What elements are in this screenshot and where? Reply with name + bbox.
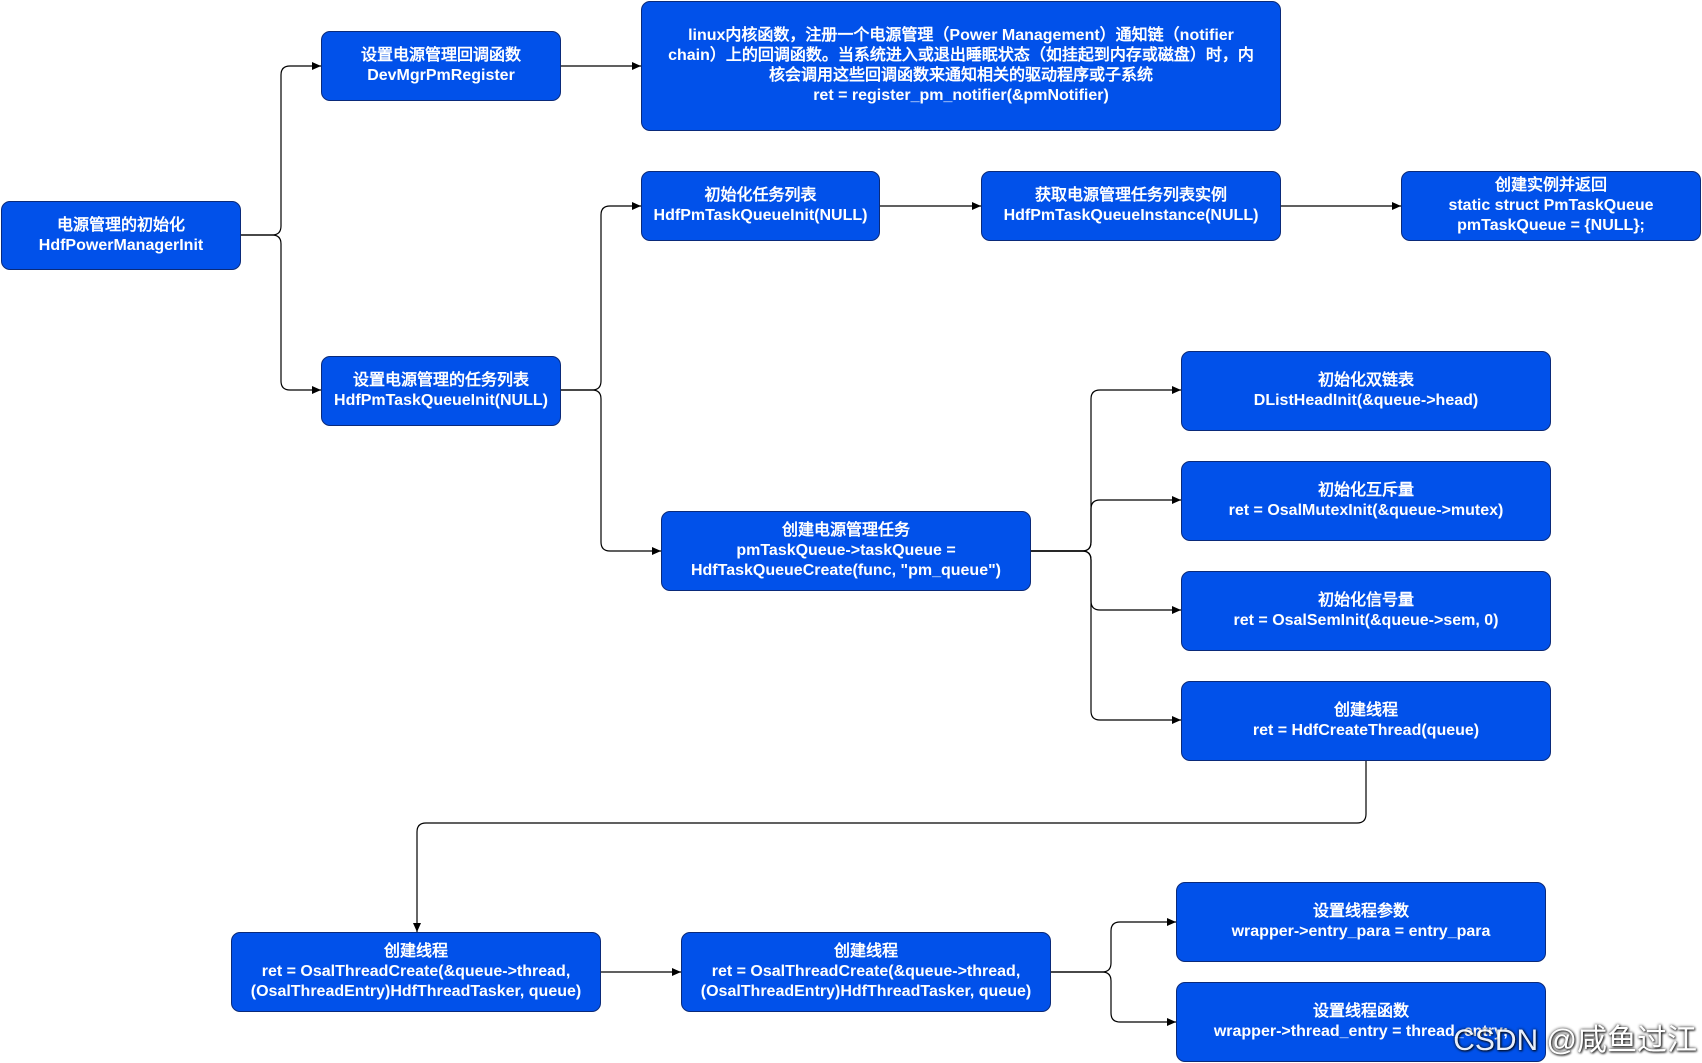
node-line: 设置线程参数 (1312, 903, 1409, 920)
edge-osal-thread-2-to-thread-param (1051, 918, 1176, 973)
edge-create-thread-to-osal-thread-1 (413, 761, 1367, 932)
node-sem-init: 初始化信号量 ret = OsalSemInit(&queue->sem, 0) (1181, 571, 1551, 651)
node-line: ret = OsalThreadCreate(&queue->thread, (261, 963, 571, 980)
node-line: 创建电源管理任务 (781, 522, 910, 539)
node-line: ret = OsalThreadCreate(&queue->thread, (711, 963, 1021, 980)
node-set-thread-func: 设置线程函数 wrapper->thread_entry = thread_en… (1176, 982, 1546, 1062)
edge-create-task-to-dlist (1031, 386, 1181, 552)
node-line: 初始化互斥量 (1317, 482, 1414, 499)
node-line: chain）上的回调函数。当系统进入或退出睡眠状态（如挂起到内存或磁盘）时，内 (668, 47, 1254, 64)
node-osal-thread-create-2: 创建线程 ret = OsalThreadCreate(&queue->thre… (681, 932, 1051, 1012)
node-line: pmTaskQueue->taskQueue = (736, 542, 956, 559)
node-line: wrapper->thread_entry = thread_entry; (1213, 1023, 1509, 1040)
edge-osal-thread-2-to-thread-func (1051, 971, 1176, 1026)
node-line: ret = HdfCreateThread(queue) (1252, 722, 1480, 739)
node-create-pm-task: 创建电源管理任务 pmTaskQueue->taskQueue = HdfTas… (661, 511, 1031, 591)
edge-task-queue-to-queue-init (561, 202, 641, 391)
node-mutex-init: 初始化互斥量 ret = OsalMutexInit(&queue->mutex… (1181, 461, 1551, 541)
node-line: 创建实例并返回 (1494, 177, 1607, 194)
node-line: wrapper->entry_para = entry_para (1231, 923, 1491, 940)
node-line: 创建线程 (833, 943, 898, 960)
edge-create-task-to-create-thread (1031, 550, 1181, 724)
node-pm-register: 设置电源管理回调函数 DevMgrPmRegister (321, 31, 561, 101)
node-set-thread-param: 设置线程参数 wrapper->entry_para = entry_para (1176, 882, 1546, 962)
node-line: HdfPmTaskQueueInit(NULL) (334, 392, 548, 409)
edge-create-task-to-mutex (1031, 496, 1181, 552)
node-line: 初始化信号量 (1317, 592, 1414, 609)
node-line: DListHeadInit(&queue->head) (1253, 392, 1479, 409)
node-line: ret = register_pm_notifier(&pmNotifier) (813, 87, 1109, 104)
node-line: linux内核函数，注册一个电源管理（Power Management）通知链（… (688, 27, 1234, 44)
node-line: DevMgrPmRegister (367, 67, 515, 84)
node-line: HdfTaskQueueCreate(func, "pm_queue") (690, 562, 1002, 579)
node-dlist-init: 初始化双链表 DListHeadInit(&queue->head) (1181, 351, 1551, 431)
node-line: HdfPmTaskQueueInit(NULL) (653, 207, 868, 224)
edge-init-to-pm-register (241, 62, 321, 236)
node-power-manager-init: 电源管理的初始化 HdfPowerManagerInit (1, 201, 241, 270)
node-create-instance-return: 创建实例并返回 static struct PmTaskQueue pmTask… (1401, 171, 1701, 241)
node-task-queue-instance: 获取电源管理任务列表实例 HdfPmTaskQueueInstance(NULL… (981, 171, 1281, 241)
node-line: pmTaskQueue = {NULL}; (1457, 217, 1645, 234)
edge-init-to-task-queue (241, 234, 321, 394)
node-line: HdfPmTaskQueueInstance(NULL) (1003, 207, 1259, 224)
node-line: (OsalThreadEntry)HdfThreadTasker, queue) (250, 983, 582, 1000)
node-line: 创建线程 (383, 943, 448, 960)
node-task-queue-setup: 设置电源管理的任务列表 HdfPmTaskQueueInit(NULL) (321, 356, 561, 426)
node-line: 设置线程函数 (1312, 1003, 1409, 1020)
node-line: 初始化任务列表 (704, 187, 817, 204)
node-hdf-create-thread: 创建线程 ret = HdfCreateThread(queue) (1181, 681, 1551, 761)
node-line: 获取电源管理任务列表实例 (1034, 187, 1227, 204)
node-line: ret = OsalSemInit(&queue->sem, 0) (1233, 612, 1499, 629)
node-line: 初始化双链表 (1317, 372, 1414, 389)
edge-task-queue-to-create-task (561, 389, 661, 555)
node-osal-thread-create-1: 创建线程 ret = OsalThreadCreate(&queue->thre… (231, 932, 601, 1012)
node-line: 设置电源管理回调函数 (360, 47, 521, 64)
node-line: (OsalThreadEntry)HdfThreadTasker, queue) (700, 983, 1032, 1000)
node-register-pm-notifier: linux内核函数，注册一个电源管理（Power Management）通知链（… (641, 1, 1281, 131)
edge-create-task-to-sem (1031, 550, 1181, 614)
node-line: HdfPowerManagerInit (38, 236, 204, 254)
node-task-queue-init: 初始化任务列表 HdfPmTaskQueueInit(NULL) (641, 171, 880, 241)
node-line: ret = OsalMutexInit(&queue->mutex) (1228, 502, 1504, 519)
node-line: static struct PmTaskQueue (1448, 197, 1654, 214)
csdn-watermark: CSDN @咸鱼过江 (1453, 1024, 1697, 1057)
node-line: 电源管理的初始化 (56, 216, 185, 234)
node-line: 核会调用这些回调函数来通知相关的驱动程序或子系统 (768, 67, 1153, 84)
node-line: 创建线程 (1333, 702, 1398, 719)
node-line: 设置电源管理的任务列表 (352, 372, 529, 389)
